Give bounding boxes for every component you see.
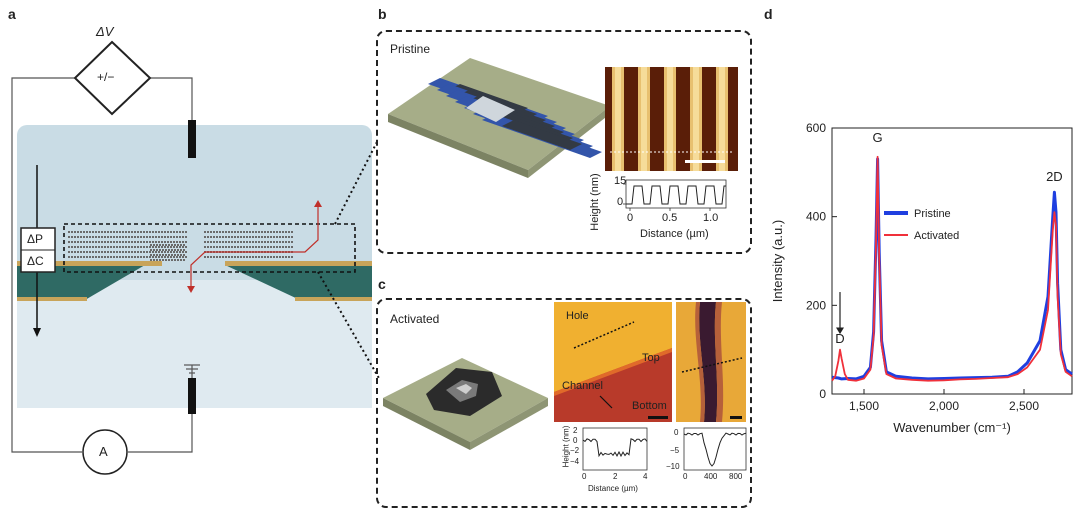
- annotation-2d: 2D: [1046, 169, 1063, 184]
- xtick-label: 2,000: [929, 399, 959, 413]
- panel-label-c: c: [378, 276, 386, 292]
- label-bottom: Bottom: [632, 400, 667, 412]
- panel-label-d: d: [764, 6, 773, 22]
- ammeter: [82, 429, 128, 475]
- graphene-stack: [68, 231, 294, 261]
- c1-xtick-2: 2: [613, 472, 618, 481]
- annotation-g: G: [873, 130, 883, 145]
- b-xtick-10: 1.0: [703, 212, 719, 224]
- b-xtick-0: 0: [627, 212, 634, 224]
- label-hole: Hole: [566, 310, 589, 322]
- c1-ylabel: Height (nm): [561, 425, 571, 468]
- b-ytick-0: 0: [617, 196, 624, 208]
- activated-profile-1: [582, 427, 648, 471]
- b-ytick-15: 15: [614, 175, 627, 187]
- label-top: Top: [642, 352, 660, 364]
- activated-title: Activated: [390, 312, 440, 326]
- pristine-height-profile: [623, 179, 727, 211]
- panel-label-a: a: [8, 6, 16, 22]
- series-pristine: [831, 157, 1073, 381]
- source-symbol: +/−: [97, 70, 115, 84]
- c1-xtick-4: 4: [643, 472, 648, 481]
- b-xlabel: Distance (µm): [640, 228, 709, 240]
- xtick-label: 1,500: [849, 399, 879, 413]
- ytick-label: 0: [819, 387, 826, 401]
- series-activated: [831, 155, 1073, 382]
- y-axis-label: Intensity (a.u.): [770, 220, 785, 302]
- membrane-left: [17, 265, 145, 300]
- voltage-label: ΔV: [96, 24, 114, 39]
- panel-c-box: [376, 298, 752, 508]
- ion-path: [190, 205, 319, 288]
- c1-xtick-0: 0: [582, 472, 587, 481]
- pressure-label: ΔP: [27, 232, 44, 246]
- voltage-source: [73, 40, 152, 116]
- top-electrode: [188, 120, 196, 158]
- c1-ytick-m4: −4: [570, 457, 580, 466]
- c1-xlabel: Distance (µm): [588, 484, 638, 493]
- c2-ytick-0: 0: [674, 428, 679, 437]
- ytick-label: 200: [806, 298, 826, 312]
- label-channel: Channel: [562, 380, 603, 392]
- plot-frame: [831, 127, 1073, 395]
- x-axis-label: Wavenumber (cm⁻¹): [893, 420, 1011, 435]
- electrode-right: [225, 261, 372, 266]
- concentration-label: ΔC: [27, 254, 44, 268]
- legend-label: Pristine: [914, 208, 951, 220]
- xtick-label: 2,500: [1009, 399, 1039, 413]
- c2-xtick-800: 800: [729, 472, 743, 481]
- b-xtick-05: 0.5: [662, 212, 678, 224]
- b-ylabel: Height (nm): [589, 173, 601, 231]
- c2-ytick-m5: −5: [670, 446, 680, 455]
- c1-ytick-m2: −2: [570, 446, 580, 455]
- panel-label-b: b: [378, 6, 387, 22]
- c1-ytick-2: 2: [573, 426, 578, 435]
- panel-b-graphics: [388, 58, 738, 211]
- c1-ytick-0: 0: [573, 436, 578, 445]
- annotation-d: D: [835, 331, 844, 346]
- ytick-label: 600: [806, 121, 826, 135]
- c2-xtick-400: 400: [704, 472, 718, 481]
- panel-b-box: [376, 30, 752, 254]
- electrode-left: [17, 261, 162, 266]
- bottom-electrode: [188, 378, 196, 414]
- ammeter-label: A: [99, 444, 108, 459]
- ytick-label: 400: [806, 210, 826, 224]
- panel-c-graphics: [383, 302, 747, 471]
- pristine-title: Pristine: [390, 42, 431, 56]
- c2-ytick-m10: −10: [666, 462, 680, 471]
- panel-a-schematic: [11, 40, 372, 475]
- activated-profile-2: [683, 427, 747, 471]
- c2-xtick-0: 0: [683, 472, 688, 481]
- legend-label: Activated: [914, 230, 959, 242]
